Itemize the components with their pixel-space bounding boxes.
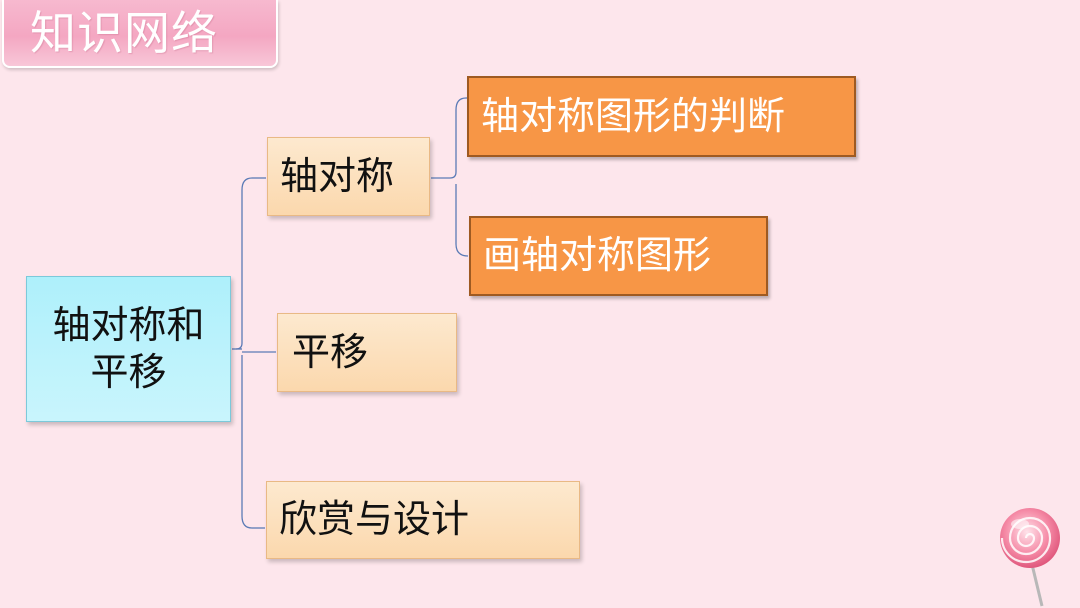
leaf-draw-figures: 画轴对称图形 [469,216,768,296]
root-line-2: 平移 [90,350,167,394]
connector-root-spine [235,177,253,529]
connector-axial-spine [449,97,469,257]
branch-appreciation-design: 欣赏与设计 [266,481,580,559]
root-line-1: 轴对称和 [52,302,205,347]
branch-axial-symmetry-label: 轴对称 [280,153,395,198]
leaf-judge-figures: 轴对称图形的判断 [467,76,856,157]
title-tab: 知识网络 [2,0,278,68]
branch-axial-symmetry: 轴对称 [267,137,430,216]
branch-translation: 平移 [277,313,457,392]
lollipop-icon [1000,508,1060,607]
leaf-judge-figures-label: 轴对称图形的判断 [481,93,786,138]
root-node: 轴对称和 平移 [26,276,231,422]
branch-appreciation-design-label: 欣赏与设计 [279,497,470,542]
leaf-draw-figures-label: 画轴对称图形 [483,233,712,278]
slide-title: 知识网络 [30,6,218,60]
branch-translation-label: 平移 [292,329,369,374]
